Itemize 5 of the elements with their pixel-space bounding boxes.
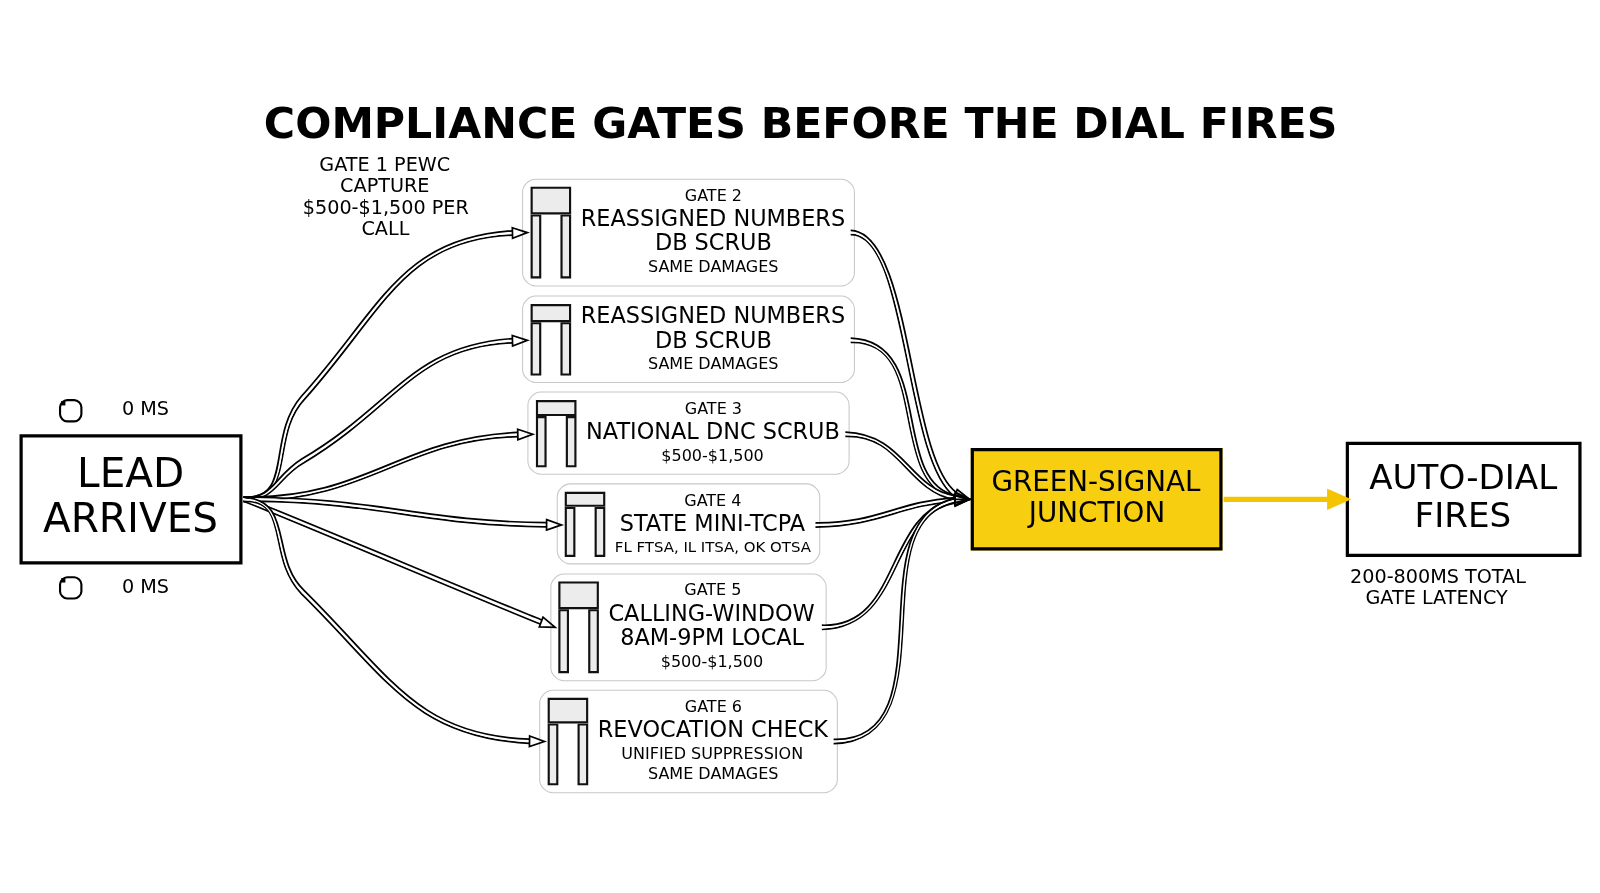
diagram-title: COMPLIANCE GATES BEFORE THE DIAL FIRES	[263, 97, 1338, 148]
node-label: 200-800MS TOTAL GATE LATENCY	[1350, 564, 1526, 610]
node-label: 0 MS	[121, 397, 169, 421]
edge-label: GATE 1 PEWC CAPTURE $500-$1,500 PER CALL	[302, 153, 469, 241]
node-label: 0 MS	[121, 574, 169, 598]
